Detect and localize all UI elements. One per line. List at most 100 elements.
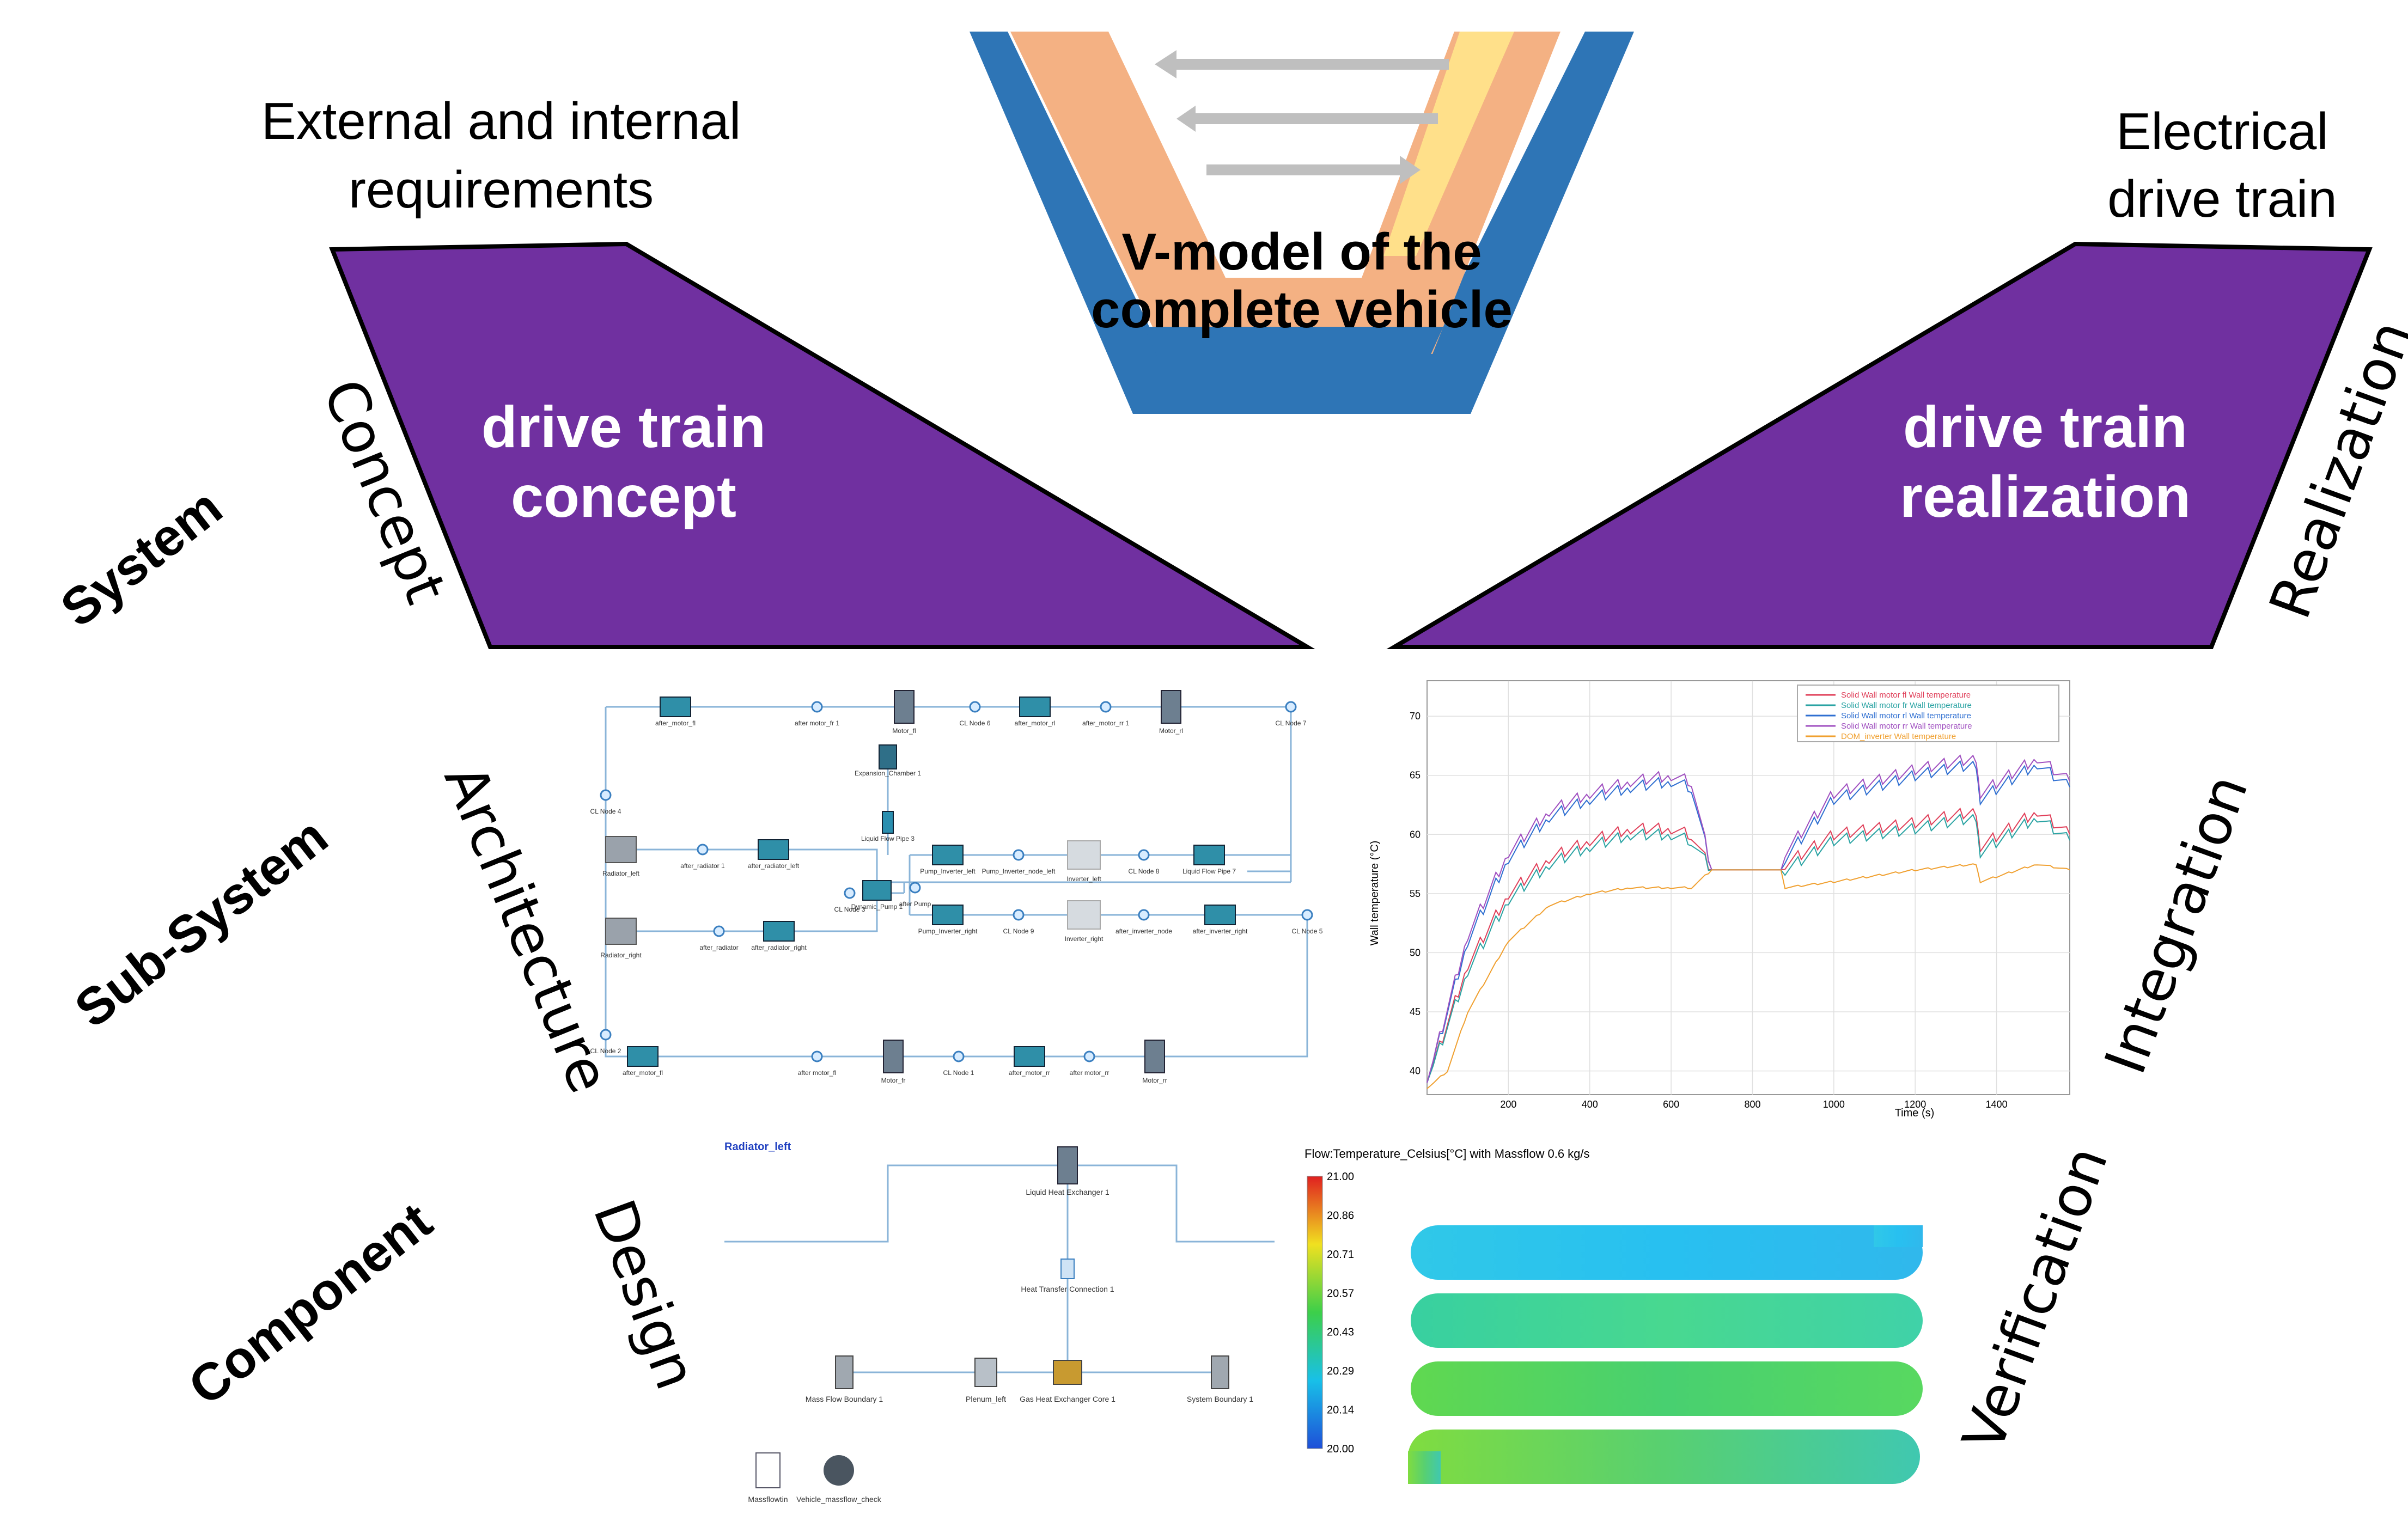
left-box-line1: drive train (481, 394, 766, 460)
arch-node: after_radiator_right (751, 921, 807, 951)
arch-node-label: Expansion_Chamber 1 (855, 769, 921, 777)
design-node-label: Massflowtin (748, 1495, 788, 1504)
heat-exchanger-icon (627, 1046, 659, 1067)
motor-icon (894, 690, 915, 724)
plenum-icon (974, 1358, 997, 1387)
design-node-label: Vehicle_massflow_check (796, 1495, 882, 1504)
scale-label: 20.71 (1327, 1249, 1354, 1261)
arch-node: CL Node 7 (1276, 701, 1307, 727)
arch-node-label: after_motor_fl (655, 719, 696, 727)
pump-icon (862, 880, 892, 901)
arch-node: after_radiator (699, 925, 739, 951)
design-title: Radiator_left (724, 1141, 791, 1153)
arch-node-label: after motor_fr 1 (795, 719, 839, 727)
arch-node: after_motor_fl (655, 697, 696, 727)
connection-node-icon (1301, 909, 1313, 921)
arch-node-label: after_motor_rr 1 (1082, 719, 1129, 727)
arch-node-label: CL Node 8 (1129, 868, 1160, 875)
arch-node: after_radiator_left (748, 839, 800, 870)
trapezoid-right (1386, 241, 2373, 649)
chart-legend: Solid Wall motor fl Wall temperatureSoli… (1797, 685, 2059, 742)
channel-outlet (1874, 1225, 1923, 1247)
connection-node-icon (909, 882, 921, 894)
arch-node: CL Node 1 (943, 1050, 974, 1077)
connection-node-icon (1013, 849, 1025, 861)
chart-ylabel: Wall temperature (°C) (1369, 841, 1381, 946)
arch-node-label: after_inverter_node (1115, 927, 1172, 935)
channel-band-3 (1411, 1361, 1923, 1416)
y-tick-label: 45 (1410, 1006, 1421, 1017)
trapezoid-right-shape (1386, 241, 2373, 649)
arch-node: CL Node 6 (960, 701, 991, 727)
design-node-label: Plenum_left (966, 1395, 1006, 1403)
arch-node-label: after_motor_rr (1009, 1069, 1050, 1077)
heat-exchanger-icon (1204, 905, 1236, 925)
arch-node: Pump_Inverter_right (918, 905, 978, 935)
heat-exchanger-icon (1193, 845, 1225, 865)
x-tick-label: 200 (1500, 1099, 1516, 1110)
heat-exchanger-icon (1014, 1046, 1045, 1067)
legend-entry: Solid Wall motor rr Wall temperature (1841, 722, 1972, 731)
level-system: System (50, 478, 233, 638)
connection-node-icon (1138, 849, 1150, 861)
boundary-icon (1211, 1355, 1229, 1389)
left-heading-line1: External and internal (261, 92, 741, 150)
design-node: Heat Transfer Connection 1 (1021, 1259, 1114, 1293)
v-inner-yellow (1383, 32, 1514, 256)
arch-node-label: after_radiator (699, 944, 738, 951)
arch-node-label: Motor_fr (881, 1077, 906, 1084)
legend-entry: Solid Wall motor fl Wall temperature (1841, 691, 1971, 700)
design-node: Massflowtin (748, 1452, 788, 1504)
arch-node-label: after_motor_rl (1015, 719, 1056, 727)
liquid-heat-exchanger-icon (1057, 1146, 1078, 1184)
design-node-label: Liquid Heat Exchanger 1 (1026, 1188, 1109, 1196)
connection-node-icon (600, 789, 612, 801)
motor-icon (1144, 1040, 1165, 1073)
arch-node-label: CL Node 4 (590, 808, 621, 815)
arch-node: after motor_fr 1 (795, 701, 839, 727)
arch-node: Inverter_right (1065, 900, 1104, 943)
design-node: Plenum_left (966, 1358, 1006, 1403)
pipe-icon (882, 811, 894, 834)
arch-node-label: Motor_rr (1142, 1077, 1167, 1084)
expansion-chamber-icon (879, 744, 897, 769)
design-pipes (724, 1164, 1275, 1373)
scale-label: 21.00 (1327, 1171, 1354, 1183)
connection-node-icon (844, 887, 856, 899)
y-tick-label: 40 (1410, 1066, 1421, 1077)
connection-node-icon (1285, 701, 1297, 713)
motor-icon (1161, 690, 1181, 724)
left-box-line2: concept (510, 463, 737, 529)
arch-node: Expansion_Chamber 1 (855, 744, 921, 777)
design-node: Mass Flow Boundary 1 (806, 1355, 883, 1403)
channel-band-1 (1411, 1225, 1923, 1280)
arch-node-label: after_motor_fl (623, 1069, 663, 1077)
left-heading: External and internal requirements (207, 87, 795, 224)
legend-entry: Solid Wall motor fr Wall temperature (1841, 701, 1972, 710)
heat-exchanger-icon (932, 905, 964, 925)
left-heading-line2: requirements (348, 161, 654, 219)
design-node: System Boundary 1 (1187, 1355, 1253, 1403)
arch-node-label: Inverter_left (1066, 875, 1101, 883)
arch-node-label: after motor_rr (1070, 1069, 1109, 1077)
channel-band-4 (1408, 1430, 1920, 1484)
serpentine-channel (1408, 1225, 1923, 1484)
heat-exchanger-icon (660, 697, 691, 717)
x-tick-label: 800 (1744, 1099, 1760, 1110)
x-tick-label: 600 (1663, 1099, 1679, 1110)
design-node: Gas Heat Exchanger Core 1 (1020, 1360, 1115, 1403)
arch-node: after_inverter_right (1193, 905, 1248, 935)
radiator-icon (605, 836, 637, 863)
design-node: Liquid Heat Exchanger 1 (1026, 1146, 1109, 1196)
right-heading-line1: Electrical (2116, 102, 2328, 161)
connection-node-icon (1138, 909, 1150, 921)
arch-node-label: Liquid Flow Pipe 3 (861, 835, 915, 842)
vmodel-title-line1: V-model of the (1121, 223, 1482, 281)
arch-node: after_inverter_node (1115, 909, 1172, 935)
connection-node-icon (1013, 909, 1025, 921)
arch-node-label: Motor_rl (1159, 727, 1183, 735)
boundary-icon (835, 1355, 854, 1389)
